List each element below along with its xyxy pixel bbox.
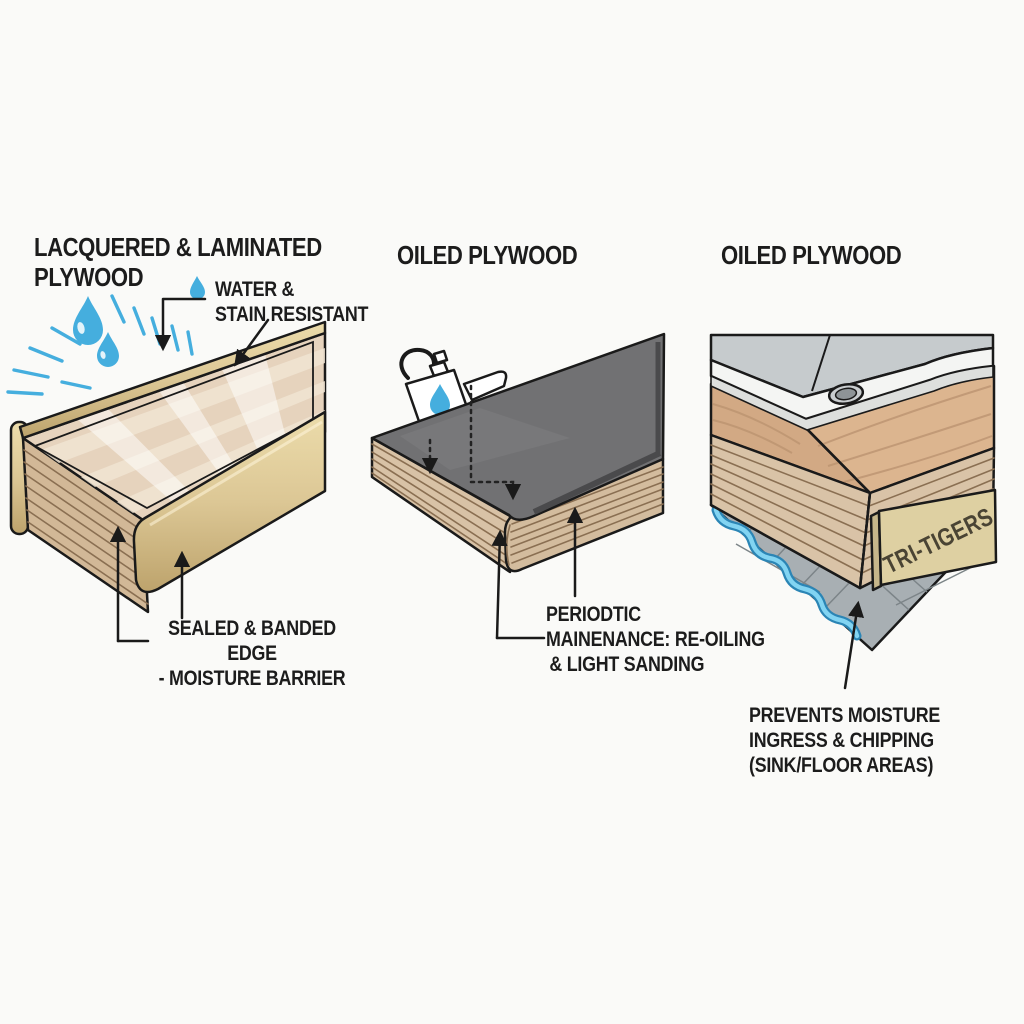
callout-connectors: [109, 297, 270, 643]
wood-grain: [712, 385, 993, 484]
lacquered-board: [9, 320, 327, 614]
callout-line: SEALED & BANDED EDGE: [168, 617, 336, 665]
callout-maintenance: PERIODTIC MAINENANCE: RE-OILING & LIGHT …: [546, 602, 803, 677]
panel-title-oiled: OILED PLYWOOD: [397, 240, 578, 270]
callout-line: (SINK/FLOOR AREAS): [749, 754, 934, 777]
edge-band-front: [132, 410, 327, 594]
sink-corner-illustration: TRI-TIGERS: [709, 333, 998, 690]
callout-arrow: [154, 297, 207, 352]
panel-title-line: LACQUERED & LAMINATED: [34, 232, 322, 262]
callout-arrow: [491, 529, 508, 640]
callout-line: MAINENANCE: RE-OILING: [546, 628, 765, 651]
panel-title-line: PLYWOOD: [34, 262, 144, 292]
callout-line: & LIGHT SANDING: [549, 653, 705, 676]
water-wave-icon: [711, 505, 862, 641]
band-face: [877, 488, 998, 587]
shine-rays-icon: [6, 294, 194, 396]
plywood-layers: [505, 466, 664, 566]
brand-edge-band: TRI-TIGERS: [869, 488, 998, 592]
oiled-plywood-illustration: [370, 332, 666, 640]
callout-line: INGRESS & CHIPPING: [749, 729, 934, 752]
water-drop-icon: [430, 384, 450, 415]
callout-line: PERIODTIC: [546, 603, 641, 626]
plywood-layers: [23, 449, 149, 605]
drain-icon: [827, 382, 865, 406]
callout-line: - MOISTURE BARRIER: [158, 667, 346, 690]
callout-water-stain: WATER & STAIN RESISTANT: [215, 277, 395, 327]
oil-drip-arrow: [469, 384, 522, 501]
sink-icon: [709, 333, 995, 431]
callout-connectors: [421, 384, 584, 640]
plywood-layers: [371, 443, 511, 567]
callout-arrow: [234, 318, 270, 367]
callout-line: WATER &: [215, 278, 295, 301]
lacquered-plywood-illustration: [6, 276, 327, 643]
plywood-layers: [710, 444, 870, 574]
basin-corner-line: [811, 334, 831, 392]
band-highlight: [149, 420, 323, 527]
oil-finish-rim: [532, 450, 662, 515]
callout-sealed-edge: SEALED & BANDED EDGE - MOISTURE BARRIER: [150, 616, 390, 691]
callout-moisture: PREVENTS MOISTURE INGRESS & CHIPPING (SI…: [749, 703, 974, 778]
panel-title-lacquered: LACQUERED & LAMINATED PLYWOOD: [34, 232, 373, 292]
oiled-board: [370, 332, 666, 574]
surface-sheen: [400, 408, 570, 470]
callout-arrow: [843, 600, 865, 690]
counter-edge: [710, 365, 994, 431]
water-drop-icon: [73, 276, 205, 367]
callout-line: STAIN RESISTANT: [215, 303, 369, 326]
panel-title-oiled-sink: OILED PLYWOOD: [721, 240, 902, 270]
oiled-top-face: [370, 332, 666, 521]
callout-line: PREVENTS MOISTURE: [749, 704, 941, 727]
gloss-streaks: [77, 354, 289, 504]
